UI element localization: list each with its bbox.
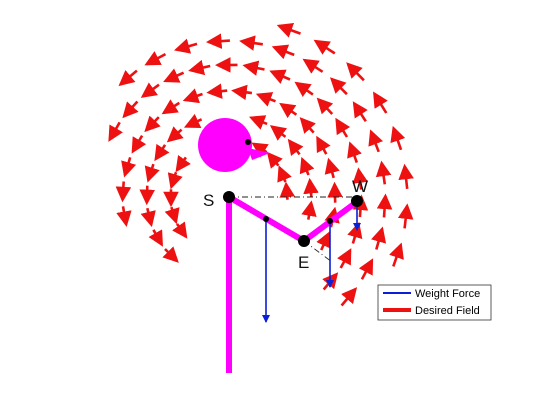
field-arrow: [251, 142, 269, 158]
field-arrow: [368, 129, 384, 153]
field-arrow: [303, 177, 319, 198]
field-arrow: [255, 92, 276, 107]
field-arrow: [118, 69, 138, 87]
field-arrow: [390, 125, 406, 151]
upper-arm-center-of-mass: [263, 216, 269, 222]
field-arrow: [316, 97, 334, 115]
field-arrow: [373, 91, 388, 114]
joints: [223, 191, 363, 247]
field-arrow: [154, 143, 170, 162]
elbow-label: E: [298, 253, 309, 272]
field-arrow: [122, 100, 139, 119]
field-arrow: [108, 121, 123, 142]
field-arrow: [242, 60, 265, 76]
field-arrow: [375, 160, 392, 185]
field-arrow: [206, 83, 228, 99]
field-arrow: [266, 151, 283, 169]
field-arrow: [231, 84, 253, 101]
field-arrow: [269, 125, 288, 141]
field-arrow: [183, 113, 203, 129]
field-arrow: [352, 101, 368, 123]
legend-label-desired-field: Desired Field: [415, 305, 480, 317]
field-arrow: [389, 242, 404, 267]
field-arrow: [302, 58, 324, 74]
field-arrow: [324, 157, 340, 179]
field-arrow: [239, 35, 263, 51]
shoulder-label: S: [203, 191, 214, 210]
field-arrow: [346, 62, 365, 82]
legend: Weight Force Desired Field: [377, 284, 492, 321]
field-arrow: [398, 163, 414, 190]
forearm-center-of-mass: [327, 218, 333, 224]
field-arrow: [279, 102, 298, 119]
field-arrow: [182, 88, 203, 104]
field-arrow: [140, 207, 156, 228]
field-arrow: [144, 51, 167, 66]
field-arrow: [316, 231, 331, 251]
legend-label-weight-force: Weight Force: [415, 288, 480, 300]
field-arrow: [131, 134, 147, 154]
field-arrow: [337, 248, 352, 269]
field-arrow: [279, 181, 296, 200]
field-arrow: [163, 68, 185, 83]
field-arrow: [172, 221, 188, 239]
field-arrow: [397, 203, 414, 229]
field-arrow: [166, 126, 184, 143]
field-arrow: [175, 154, 191, 173]
field-arrow: [248, 115, 268, 130]
field-arrow: [347, 141, 362, 164]
field-arrow: [329, 77, 348, 96]
field-arrow: [299, 117, 316, 134]
field-arrow: [277, 165, 292, 183]
field-arrow: [148, 229, 163, 247]
field-arrow: [144, 115, 161, 133]
field-arrow: [294, 81, 314, 98]
legend-box: [377, 284, 492, 321]
field-arrow: [173, 38, 198, 54]
field-arrow: [301, 200, 317, 220]
field-arrow: [327, 181, 343, 203]
field-arrow: [313, 39, 336, 55]
field-arrow: [164, 206, 180, 225]
field-arrow: [167, 171, 183, 190]
field-arrow: [206, 33, 230, 49]
field-arrow: [316, 135, 331, 155]
field-arrow: [271, 44, 295, 60]
field-arrow: [371, 226, 387, 250]
wrist-label: W: [352, 177, 368, 196]
field-arrow: [269, 69, 291, 84]
field-arrow: [121, 157, 137, 178]
field-arrow: [116, 206, 132, 227]
elbow-joint: [298, 235, 310, 247]
field-arrow: [352, 167, 369, 190]
field-arrow: [340, 287, 358, 307]
field-arrow: [139, 185, 155, 206]
field-arrow: [276, 22, 301, 38]
field-arrow: [162, 246, 179, 263]
head-circle-icon: [198, 118, 252, 172]
field-arrow: [335, 117, 351, 138]
field-arrow: [376, 193, 393, 218]
weight-force-vectors: [262, 203, 361, 323]
field-arrow: [188, 59, 211, 76]
field-arrow: [287, 138, 304, 156]
field-arrow: [161, 99, 181, 115]
eye-dot-icon: [245, 139, 251, 145]
body: [198, 118, 360, 373]
nose-shape-icon: [248, 148, 270, 160]
field-arrow: [358, 258, 374, 280]
field-arrow: [299, 156, 315, 176]
field-arrow: [144, 163, 160, 183]
shoulder-joint: [223, 191, 235, 203]
wrist-joint: [351, 195, 363, 207]
desired-field-arrows: [108, 22, 414, 307]
field-arrow: [115, 181, 132, 203]
field-arrow: [140, 82, 160, 98]
